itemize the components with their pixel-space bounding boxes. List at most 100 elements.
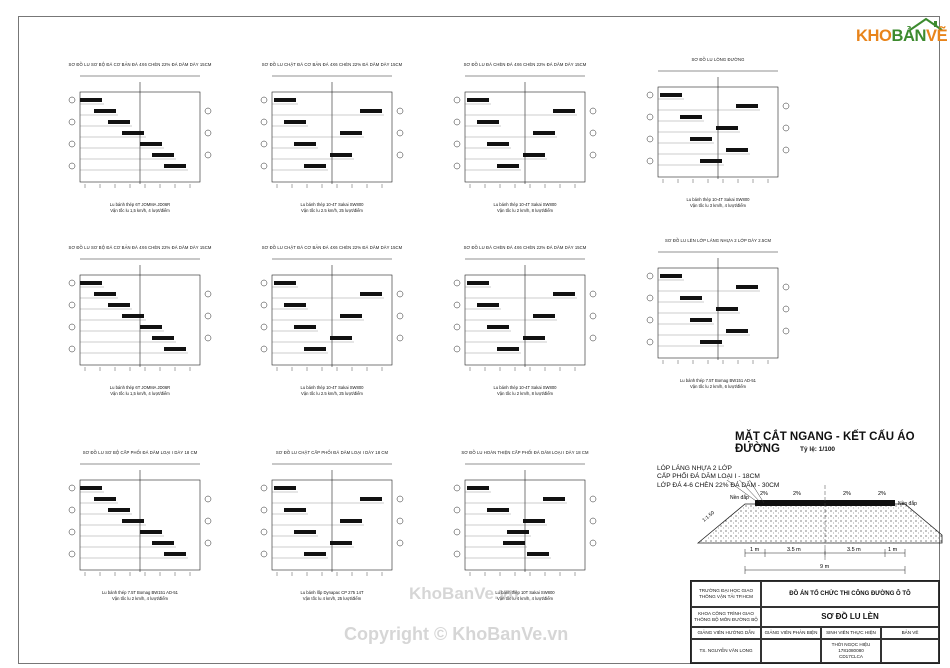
roller-diagram: SƠ ĐỒ LU SƠ BỘ CẤP PHỐI ĐÁ DĂM LOẠI I DÀ…	[40, 450, 240, 640]
advisor-name: TS. NGUYỄN VĂN LONG	[691, 639, 761, 663]
roller-pass-bar	[467, 281, 489, 285]
roller-diagram: SƠ ĐỒ LU ĐÁ CHÈN ĐÁ 4X6 CHÈN 22% ĐÁ DĂM …	[425, 62, 625, 252]
roller-pass-bar	[716, 126, 738, 130]
roller-diagram-drawing	[68, 258, 212, 371]
pass-number-circle	[646, 294, 654, 302]
pass-number-circle	[260, 118, 268, 126]
roller-pass-bar	[700, 159, 722, 163]
pass-number-circle	[204, 495, 212, 503]
school-cell: TRƯỜNG ĐẠI HỌC GIAO THÔNG VẬN TẢI TP.HCM	[691, 581, 761, 607]
pass-number-circle	[782, 102, 790, 110]
roller-speed-caption: Vận tốc lu 1,5 km/h, 4 lượt/điểm	[110, 208, 170, 213]
reviewer-header: GIẢNG VIÊN PHẢN BIỆN	[761, 627, 821, 639]
pass-number-circle	[260, 506, 268, 514]
pass-number-circle	[68, 162, 76, 170]
pass-number-circle	[589, 495, 597, 503]
watermark-copyright: Copyright © KhoBanVe.vn	[344, 624, 569, 644]
student-id: 1781080080	[838, 648, 864, 653]
roller-pass-bar	[152, 541, 174, 545]
roller-diagram-drawing	[260, 258, 404, 371]
layer-label: CẤP PHỐI ĐÁ DĂM LOẠI I - 18CM	[657, 473, 760, 481]
logo-part-ban: BẢN	[891, 27, 927, 45]
roller-diagram-title: SƠ ĐỒ LU SƠ BỘ ĐÁ CƠ BẢN ĐÁ 4X6 CHÈN 22%…	[68, 245, 212, 250]
roller-diagram-title: SƠ ĐỒ LU ĐÁ CHÈN ĐÁ 4X6 CHÈN 22% ĐÁ DĂM …	[463, 62, 587, 67]
roller-pass-bar	[467, 98, 489, 102]
pass-number-circle	[68, 279, 76, 287]
sheet-header: BẢN VẼ	[881, 627, 939, 639]
roller-pass-bar	[330, 336, 352, 340]
roller-pass-bar	[523, 336, 545, 340]
pass-number-circle	[68, 550, 76, 558]
roller-pass-bar	[533, 314, 555, 318]
pass-number-circle	[204, 334, 212, 342]
project-cell: ĐỒ ÁN TỔ CHỨC THI CÔNG ĐƯỜNG Ô TÔ	[761, 581, 939, 607]
pass-number-circle	[204, 151, 212, 159]
leader-line	[749, 480, 765, 504]
pass-number-circle	[204, 517, 212, 525]
roller-equipment-caption: Lu bánh thép 10-4T Sakai SW800	[493, 385, 557, 390]
roller-pass-bar	[140, 142, 162, 146]
pass-number-circle	[396, 107, 404, 115]
pass-number-circle	[453, 323, 461, 331]
pass-number-circle	[396, 312, 404, 320]
roller-speed-caption: Vận tốc lu 2 km/h, 6 lượt/điểm	[689, 384, 747, 389]
roller-speed-caption: Vận tốc lu 2 km/h, 4 lượt/điểm	[111, 596, 169, 601]
roller-equipment-caption: Lu bánh thép 10-4T Sakai SW800	[493, 202, 557, 207]
roller-pass-bar	[140, 530, 162, 534]
roller-equipment-caption: Lu bánh thép 10-4T Sakai SW800	[686, 197, 750, 202]
pass-number-circle	[260, 301, 268, 309]
roller-diagram-title: SƠ ĐỒ LU CHẶT CẤP PHỐI ĐÁ DĂM LOẠI I DÀY…	[275, 450, 389, 455]
roller-diagram-drawing	[646, 70, 790, 183]
roller-equipment-caption: Lu bánh thép 7.5T Bomag BW151 AD-51	[679, 378, 757, 383]
roller-equipment-caption: Lu bánh thép 10-4T Sakai SW800	[300, 202, 364, 207]
roller-diagram-title: SƠ ĐỒ LU LÒNG ĐƯỜNG	[691, 57, 745, 62]
slope-label: 2%	[760, 491, 768, 497]
roller-pass-bar	[284, 120, 306, 124]
roller-equipment-caption: Lu bánh thép 6T JOMMA JD06R	[109, 385, 171, 390]
reviewer-name	[761, 639, 821, 663]
roller-equipment-caption: Lu bánh thép 10T Sakai SW800	[495, 590, 555, 595]
roller-pass-bar	[487, 142, 509, 146]
roller-pass-bar	[94, 497, 116, 501]
roller-diagram: SƠ ĐỒ LU LÈN LỚP LÁNG NHỰA 2 LỚP DÀY 2.5…	[618, 238, 818, 428]
roller-pass-bar	[340, 519, 362, 523]
student-header: SINH VIÊN THỰC HIỆN	[821, 627, 881, 639]
roller-pass-bar	[274, 98, 296, 102]
pass-number-circle	[782, 305, 790, 313]
roller-pass-bar	[487, 508, 509, 512]
roller-speed-caption: Vận tốc lu 4 km/h, 25 lượt/điểm	[302, 596, 362, 601]
roller-diagram-drawing	[68, 463, 212, 576]
roller-equipment-caption: Lu bánh thép 10-4T Sakai SW800	[300, 385, 364, 390]
pass-number-circle	[204, 312, 212, 320]
roller-pass-bar	[716, 307, 738, 311]
pass-number-circle	[453, 96, 461, 104]
pass-number-circle	[68, 345, 76, 353]
roller-pass-bar	[553, 109, 575, 113]
pass-number-circle	[646, 272, 654, 280]
roller-pass-bar	[330, 153, 352, 157]
pass-number-circle	[453, 301, 461, 309]
roller-diagram-drawing	[260, 75, 404, 188]
roller-pass-bar	[108, 508, 130, 512]
pass-number-circle	[204, 129, 212, 137]
roller-pass-bar	[736, 285, 758, 289]
faculty-cell: KHOA CÔNG TRÌNH GIAO THÔNG BỘ MÔN ĐƯỜNG …	[691, 607, 761, 627]
roller-pass-bar	[80, 486, 102, 490]
dim-total-label: 9 m	[820, 564, 830, 570]
roller-pass-bar	[274, 486, 296, 490]
roller-pass-bar	[152, 153, 174, 157]
roller-pass-bar	[497, 164, 519, 168]
roller-pass-bar	[360, 497, 382, 501]
shoulder-right-label: Nền đắp	[898, 500, 917, 507]
cross-section-title: MẶT CẮT NGANG - KẾT CẤU ÁO ĐƯỜNG	[735, 431, 915, 455]
roller-pass-bar	[700, 340, 722, 344]
roller-pass-bar	[553, 292, 575, 296]
roller-speed-caption: Vận tốc lu 2.5 km/h, 25 lượt/điểm	[301, 391, 363, 396]
pass-number-circle	[396, 539, 404, 547]
roller-speed-caption: Vận tốc lu 4 km/h, 4 lượt/điểm	[496, 596, 554, 601]
pass-number-circle	[260, 140, 268, 148]
roller-pass-bar	[527, 552, 549, 556]
pass-number-circle	[453, 345, 461, 353]
roller-diagram-title: SƠ ĐỒ LU CHẶT ĐÁ CƠ BẢN ĐÁ 4X6 CHÈN 22% …	[261, 245, 403, 250]
roller-pass-bar	[533, 131, 555, 135]
